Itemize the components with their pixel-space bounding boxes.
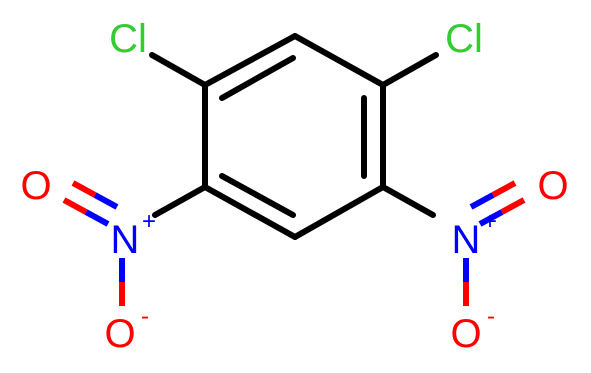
ring-bond-bottom-right: [292, 184, 386, 240]
atom-o-left-top: O: [20, 164, 51, 208]
bond-n-right-o-top-a-o: [500, 197, 526, 215]
atom-n-right: N: [452, 218, 481, 262]
bond-cl-right: [380, 52, 439, 88]
bond-n-left-o-top-a-n: [84, 209, 110, 227]
bond-n-left-o-top-b-n: [93, 192, 119, 210]
bond-n-left-o-top-a-o: [62, 197, 88, 215]
benzene-ring: [149, 33, 439, 240]
bond-n-left-o-top-b-o: [71, 180, 97, 198]
atom-n-left: N: [111, 218, 140, 262]
ring-bond-bottom-left: [202, 184, 298, 240]
charge-n-right: +: [483, 208, 497, 235]
atom-o-right-top: O: [537, 164, 568, 208]
atom-cl-right: Cl: [445, 17, 483, 61]
ring-double-bond-top-left: [219, 55, 296, 101]
atom-o-left-bottom: O: [104, 312, 135, 356]
charge-o-left-bottom: -: [141, 303, 149, 330]
bond-n-right-o-top-a-n: [478, 209, 504, 227]
bond-n-right: [380, 184, 436, 218]
nitro-bonds: [62, 180, 526, 306]
bond-n-right-o-top-b-n: [469, 192, 495, 210]
ring-bond-top-left: [202, 33, 298, 88]
bond-cl-left: [149, 52, 208, 88]
bond-n-right-o-top-b-o: [491, 180, 517, 198]
bond-n-left: [152, 184, 208, 218]
ring-double-bond-bottom-left: [219, 173, 296, 218]
charge-o-right-bottom: -: [487, 303, 495, 330]
atom-o-right-bottom: O: [450, 312, 481, 356]
atom-labels: Cl Cl N + N + O O - O O -: [20, 17, 568, 356]
ring-bond-top-right: [292, 33, 386, 88]
atom-cl-left: Cl: [109, 17, 147, 61]
charge-n-left: +: [142, 208, 156, 235]
